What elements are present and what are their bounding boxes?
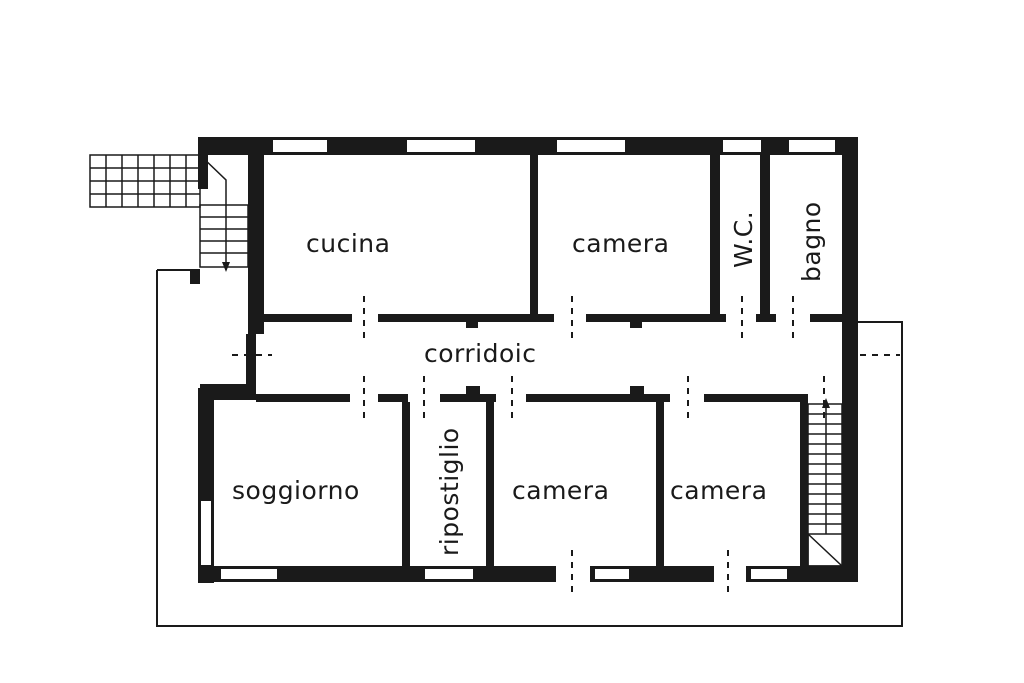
label-corridoio: corridoic [424,339,536,368]
label-bagno: bagno [797,201,826,282]
interior-walls [256,155,844,568]
windows [199,138,837,581]
label-ripostiglio: ripostiglio [435,427,464,556]
label-camera-top: camera [572,229,669,258]
label-soggiorno: soggiorno [232,476,360,505]
internal-stair [807,398,844,567]
room-labels: cucina camera W.C. bagno corridoic soggi… [232,201,826,556]
external-stair [89,154,249,272]
door-markers [232,296,900,596]
label-camera-right: camera [670,476,767,505]
label-wc: W.C. [729,211,758,268]
label-cucina: cucina [306,229,390,258]
label-camera-mid: camera [512,476,609,505]
